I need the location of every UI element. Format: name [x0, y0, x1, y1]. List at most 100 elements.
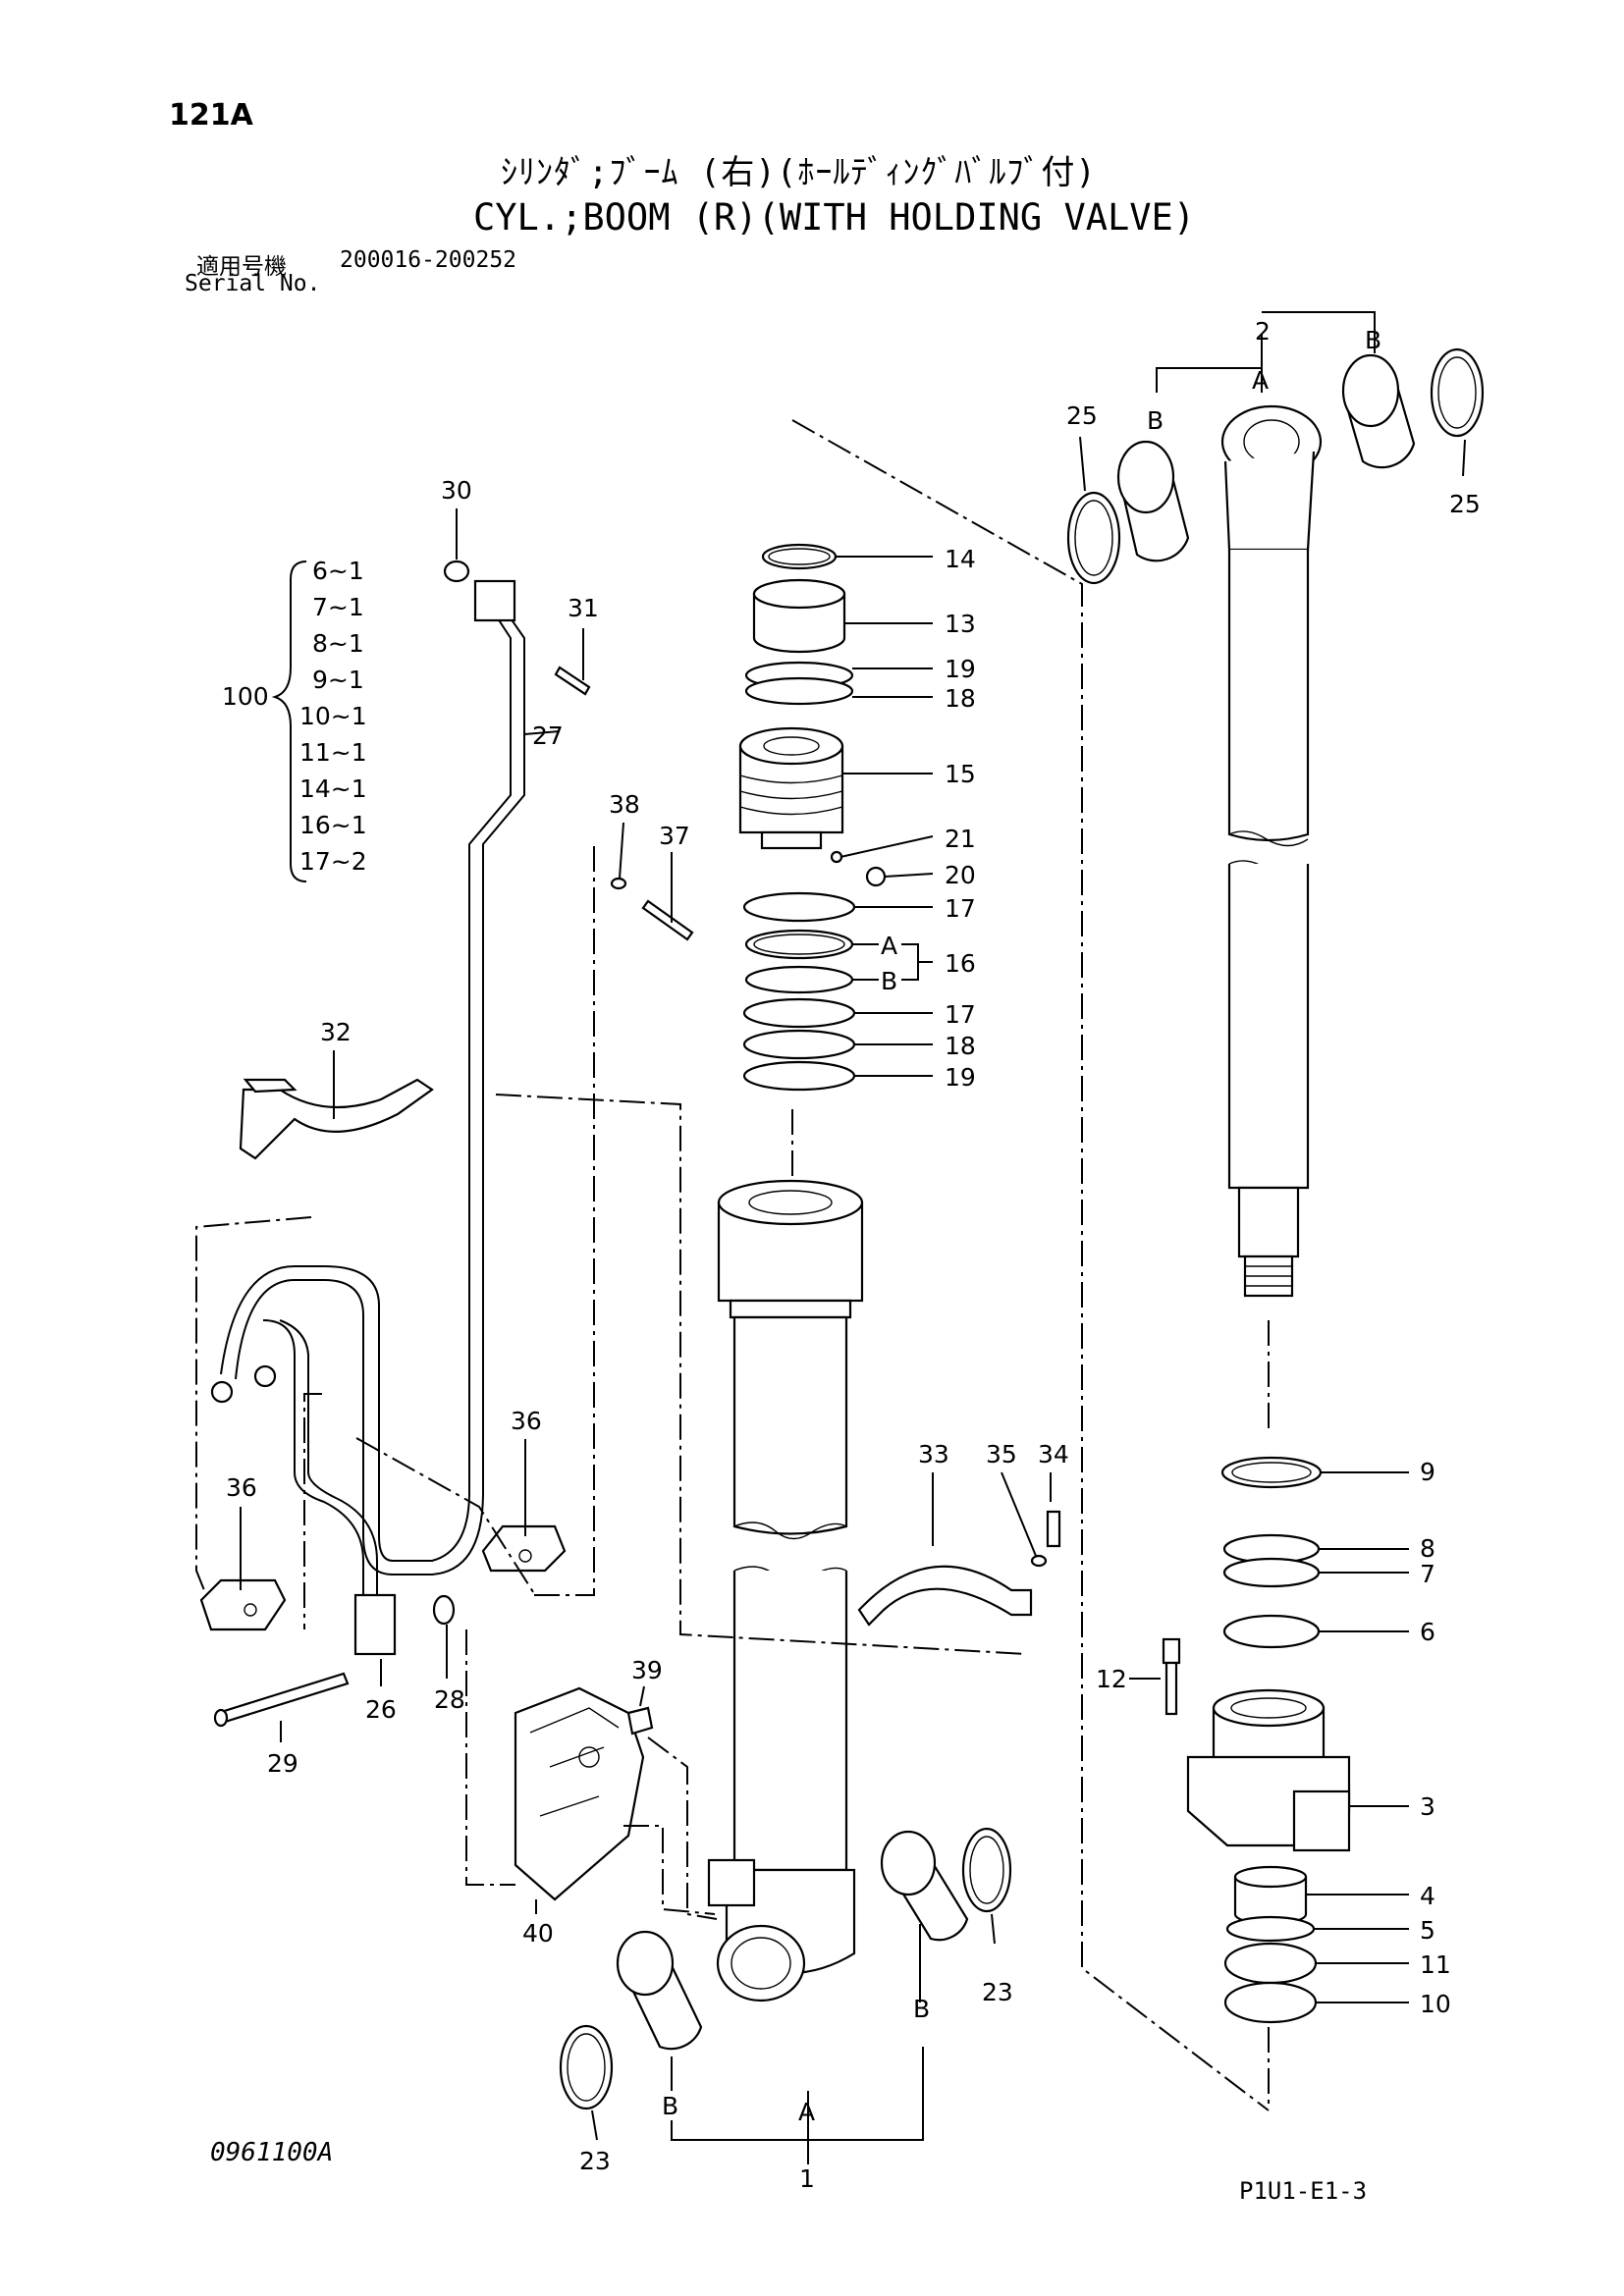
callout-12: 12	[1096, 1665, 1127, 1693]
ring-16b	[744, 965, 854, 994]
callout-27: 27	[532, 721, 564, 750]
callout-31: 31	[568, 594, 599, 622]
callout-7: 7	[1420, 1560, 1435, 1588]
callout-13: 13	[945, 610, 976, 638]
callout-25: 25	[1449, 490, 1481, 518]
callout-1: 1	[799, 2164, 815, 2193]
serial-range: 200016-200252	[340, 247, 517, 273]
callout-10: 10	[1420, 1990, 1451, 2018]
callout-36: 36	[511, 1407, 542, 1435]
ring-19-lower	[742, 1060, 856, 1092]
callout-23: 23	[579, 2147, 611, 2175]
callout-23: 23	[982, 1978, 1013, 2006]
callout-4: 4	[1420, 1882, 1435, 1910]
tube-bushing-right	[880, 1830, 937, 1896]
clamp-32	[239, 1078, 434, 1160]
callout-tube-a: A	[798, 2098, 815, 2126]
callout-37: 37	[659, 822, 690, 850]
kit-item: 11~1	[299, 738, 367, 767]
callout-34: 34	[1038, 1440, 1069, 1468]
serial-label-english: Serial No.	[185, 271, 321, 296]
callout-39: 39	[631, 1656, 663, 1684]
clamp-33	[857, 1565, 1033, 1627]
tube-pin-parts	[559, 1827, 1012, 2110]
piston-rod-2	[1220, 404, 1323, 1298]
callout-17: 17	[945, 894, 976, 923]
callout-18: 18	[945, 684, 976, 713]
bolt-34	[1046, 1510, 1061, 1548]
callout-18: 18	[945, 1032, 976, 1060]
ring-17-lower	[742, 997, 856, 1029]
bolt-31	[554, 666, 591, 696]
callout-labels: 14 13 19 18 15 21 20 17 A B 16 17 18 19 …	[226, 317, 1481, 2193]
oring-28	[432, 1594, 456, 1626]
washer-38	[610, 877, 627, 890]
dashed-connections	[195, 419, 1270, 2111]
ring-5	[1225, 1915, 1316, 1943]
callout-16-b: B	[881, 967, 897, 995]
ring-18-lower	[742, 1029, 856, 1060]
head-seal-stack	[1220, 1456, 1323, 1649]
ring-6	[1222, 1614, 1321, 1649]
washer-35	[1030, 1554, 1048, 1568]
callout-32: 32	[320, 1018, 352, 1046]
piston-stack	[738, 543, 887, 1092]
page-reference: P1U1-E1-3	[1239, 2177, 1368, 2205]
title-japanese: ｼﾘﾝﾀﾞ;ﾌﾞｰﾑ (右)(ﾎｰﾙﾃﾞｨﾝｸﾞﾊﾞﾙﾌﾞ付)	[501, 153, 1097, 192]
callout-28: 28	[434, 1685, 465, 1714]
ball-21	[830, 850, 843, 864]
callout-40: 40	[522, 1919, 554, 1948]
ring-7	[1222, 1557, 1321, 1588]
tube-ring-23-left	[559, 2024, 614, 2110]
fitting-39	[626, 1706, 654, 1735]
callout-38: 38	[609, 790, 640, 819]
callout-tube-b: B	[913, 1995, 930, 2023]
pipe-flange	[473, 579, 516, 622]
tube-bushing-left	[616, 1930, 675, 1997]
kit-item: 9~1	[312, 666, 364, 694]
callout-5: 5	[1420, 1916, 1435, 1945]
kit-item: 7~1	[312, 593, 364, 621]
kit-item: 16~1	[299, 811, 367, 839]
clamp-36-right	[481, 1524, 567, 1573]
rod-bushing-left	[1116, 440, 1175, 514]
seal-18	[744, 676, 854, 706]
kit-item: 17~2	[299, 847, 367, 876]
callout-20: 20	[945, 861, 976, 889]
rod-ring-25-left	[1066, 491, 1121, 585]
drawing-number: 0961100A	[210, 2138, 334, 2167]
callout-25: 25	[1066, 401, 1098, 430]
rod-ring-25-right	[1430, 347, 1485, 438]
callout-9: 9	[1420, 1458, 1435, 1486]
leader-lines	[240, 311, 1466, 2164]
piston-nut-15	[738, 726, 844, 850]
callout-2: 2	[1255, 317, 1271, 346]
callout-19: 19	[945, 1063, 976, 1092]
ring-10	[1223, 1981, 1318, 2024]
cylinder-head-3	[1186, 1688, 1351, 1852]
oring-30	[443, 560, 470, 583]
callout-8: 8	[1420, 1534, 1435, 1563]
callout-15: 15	[945, 760, 976, 788]
callout-tube-b: B	[662, 2092, 678, 2120]
callout-29: 29	[267, 1749, 298, 1778]
bolt-12	[1162, 1637, 1181, 1716]
callout-16: 16	[945, 949, 976, 978]
tube-ring-23-right	[961, 1827, 1012, 1913]
bolt-29	[213, 1672, 350, 1728]
callout-17: 17	[945, 1000, 976, 1029]
callout-16-a: A	[881, 932, 897, 960]
callout-19: 19	[945, 655, 976, 683]
page-code: 121A	[169, 98, 253, 133]
holding-valve-40	[514, 1686, 645, 1901]
kit-number: 100	[222, 682, 269, 711]
kit-item: 14~1	[299, 774, 367, 803]
callout-rod-a: A	[1252, 366, 1269, 395]
title-english: CYL.;BOOM (R)(WITH HOLDING VALVE)	[473, 196, 1196, 239]
kit-item: 10~1	[299, 702, 367, 730]
clamp-36-left	[199, 1578, 287, 1631]
cylinder-tube-1	[707, 1179, 864, 2002]
ring-17-upper	[742, 891, 856, 923]
ring-11	[1223, 1942, 1318, 1985]
callout-rod-b: B	[1365, 326, 1381, 354]
